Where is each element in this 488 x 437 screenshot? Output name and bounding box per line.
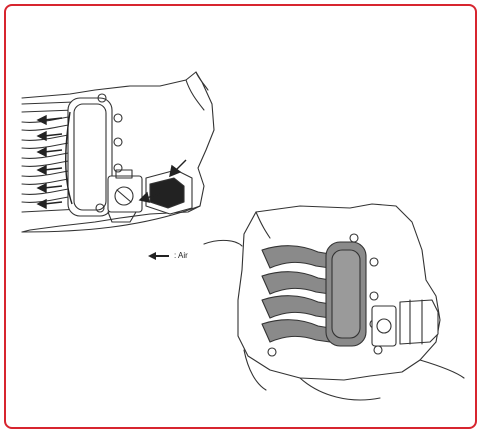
left-arrow-icon (148, 251, 169, 260)
air-arrow-icon (138, 191, 161, 203)
air-arrow-icon (36, 198, 63, 210)
throttle-body-lower (371, 305, 397, 347)
air-arrow-icon (65, 111, 73, 205)
legend-label: : Air (174, 251, 188, 260)
engine-block-outline (237, 203, 441, 381)
engine-top-view (21, 71, 215, 233)
throttle-body (107, 175, 143, 213)
air-arrow-icon (169, 159, 187, 178)
airflow-arrows (36, 111, 187, 210)
air-arrow-icon (36, 114, 63, 126)
air-arrow-icon (36, 182, 63, 194)
air-arrow-icon (36, 146, 63, 158)
air-arrow-icon (36, 164, 63, 176)
air-arrow-icon (36, 130, 63, 142)
silencer-box (399, 299, 439, 345)
air-legend: : Air (148, 251, 188, 260)
intake-manifold (261, 245, 331, 343)
engine-bottom-view (203, 203, 465, 401)
intake-plenum (67, 97, 113, 217)
engine-cover-outline (21, 71, 215, 233)
